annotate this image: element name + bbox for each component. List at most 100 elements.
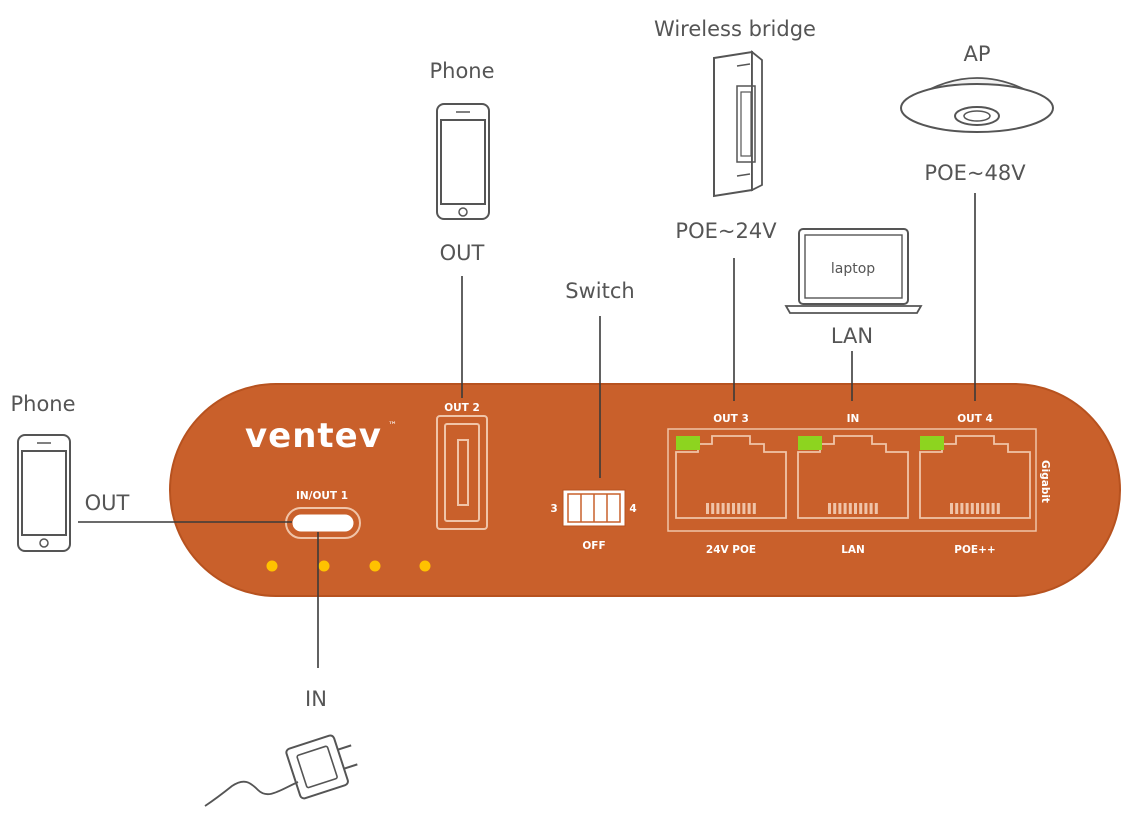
status-led bbox=[369, 560, 381, 572]
logo-trademark: ™ bbox=[388, 421, 397, 431]
charger-body bbox=[285, 734, 349, 800]
phone-top-title: Phone bbox=[429, 59, 494, 83]
rj45-pin bbox=[711, 503, 715, 514]
bridge-clip bbox=[736, 173, 751, 177]
rj45-pin bbox=[986, 503, 990, 514]
link-led bbox=[798, 436, 822, 450]
rj45-pin bbox=[874, 503, 878, 514]
device-body bbox=[169, 383, 1121, 597]
switch-right-label: 4 bbox=[629, 503, 636, 515]
ethernet-port-out-3[interactable]: OUT 3 24V POE bbox=[675, 413, 787, 556]
status-led bbox=[419, 560, 431, 572]
rj45-pin bbox=[960, 503, 964, 514]
switch-state-label: OFF bbox=[582, 540, 605, 552]
phone-left-screen bbox=[21, 450, 67, 536]
wireless-bridge-title: Wireless bridge bbox=[654, 17, 816, 41]
ethernet-port-top-label: IN bbox=[847, 413, 860, 425]
access-point: AP POE~48V bbox=[900, 42, 1054, 185]
ethernet-port-top-label: OUT 3 bbox=[713, 413, 749, 425]
phone-left-body bbox=[17, 434, 71, 552]
phone-top-port-label: OUT bbox=[440, 241, 485, 265]
charger-face bbox=[296, 745, 338, 789]
laptop-lid bbox=[798, 228, 909, 305]
phone-left: Phone OUT bbox=[10, 392, 130, 552]
rj45-pin bbox=[864, 503, 868, 514]
phone-top-body bbox=[436, 103, 490, 220]
ap-port-label: POE~48V bbox=[924, 161, 1026, 185]
ap-dome-ring bbox=[954, 106, 1000, 126]
connection-wires bbox=[78, 193, 976, 668]
rj45-pin bbox=[721, 503, 725, 514]
charger-port-label: IN bbox=[305, 687, 327, 711]
phone-top-screen bbox=[440, 119, 486, 205]
usb-a-inner bbox=[444, 423, 480, 522]
rj45-pin bbox=[848, 503, 852, 514]
phone-left-home-button bbox=[39, 538, 49, 548]
usb-a-port-out-2[interactable]: OUT 2 bbox=[436, 402, 488, 530]
rj45-pin bbox=[843, 503, 847, 514]
charger-prong bbox=[337, 744, 352, 751]
ethernet-port-bottom-label: LAN bbox=[841, 544, 865, 556]
charger-cable bbox=[204, 780, 299, 807]
rj45-pin bbox=[981, 503, 985, 514]
rj45-pin bbox=[706, 503, 709, 514]
wireless-bridge-port-label: POE~24V bbox=[675, 219, 777, 243]
ethernet-group-frame bbox=[667, 428, 1037, 532]
rj45-pin bbox=[854, 503, 857, 514]
phone-left-title: Phone bbox=[10, 392, 75, 416]
rj45-pin bbox=[742, 503, 746, 514]
rj45-pin bbox=[838, 503, 842, 514]
status-led bbox=[266, 560, 278, 572]
phone-top-home-button bbox=[458, 207, 468, 217]
charger-prong bbox=[343, 763, 358, 770]
ap-dome bbox=[963, 110, 991, 122]
rj45-pin bbox=[752, 503, 756, 514]
rj45-pin bbox=[996, 503, 1000, 514]
wall-charger: IN bbox=[204, 687, 358, 807]
in-out-1-label: IN/OUT 1 bbox=[296, 490, 348, 502]
phone-top: Phone OUT bbox=[429, 59, 494, 265]
rj45-pin bbox=[747, 503, 751, 514]
bridge-bracket bbox=[736, 85, 756, 163]
phone-left-port-label: OUT bbox=[85, 491, 130, 515]
usb-c-inner bbox=[292, 514, 354, 532]
ethernet-port-in[interactable]: IN LAN bbox=[797, 413, 909, 556]
rj45-pin bbox=[833, 503, 837, 514]
rj45-pin bbox=[976, 503, 979, 514]
usb-a-outer bbox=[436, 415, 488, 530]
usb-c-outer bbox=[285, 507, 361, 539]
usb-c-port-in-out-1[interactable]: IN/OUT 1 bbox=[285, 490, 361, 539]
link-led bbox=[920, 436, 944, 450]
bridge-clip bbox=[736, 63, 751, 67]
laptop-screen-text: laptop bbox=[831, 261, 875, 277]
mode-switch[interactable]: 3 4 OFF bbox=[550, 489, 637, 552]
rj45-pin bbox=[859, 503, 863, 514]
bridge-side bbox=[751, 50, 763, 192]
rj45-pin bbox=[950, 503, 953, 514]
rj45-pin bbox=[716, 503, 720, 514]
laptop-base bbox=[784, 305, 923, 314]
rj45-pin bbox=[828, 503, 831, 514]
rj45-pin bbox=[991, 503, 995, 514]
ethernet-port-bottom-label: POE++ bbox=[954, 544, 995, 556]
rj45-pin bbox=[970, 503, 974, 514]
wireless-bridge: Wireless bridge POE~24V bbox=[654, 17, 816, 243]
ap-title: AP bbox=[963, 42, 990, 66]
laptop: laptop LAN bbox=[784, 228, 923, 348]
rj45-pin bbox=[965, 503, 969, 514]
rj45-pin bbox=[732, 503, 735, 514]
ventev-logo: ventev ™ bbox=[245, 416, 397, 456]
ethernet-port-group: Gigabit bbox=[667, 428, 1051, 532]
status-led bbox=[318, 560, 330, 572]
logo-text: ventev bbox=[245, 416, 382, 456]
gigabit-label: Gigabit bbox=[1039, 460, 1051, 503]
rj45-pin bbox=[955, 503, 959, 514]
switch-title: Switch bbox=[565, 279, 634, 303]
ethernet-port-bottom-label: 24V POE bbox=[706, 544, 756, 556]
power-bank-device: ventev ™ IN/OUT 1 OUT 2 3 4 bbox=[169, 383, 1121, 597]
link-led bbox=[676, 436, 700, 450]
switch-left-label: 3 bbox=[550, 503, 557, 515]
bridge-bracket-inner bbox=[740, 91, 752, 157]
